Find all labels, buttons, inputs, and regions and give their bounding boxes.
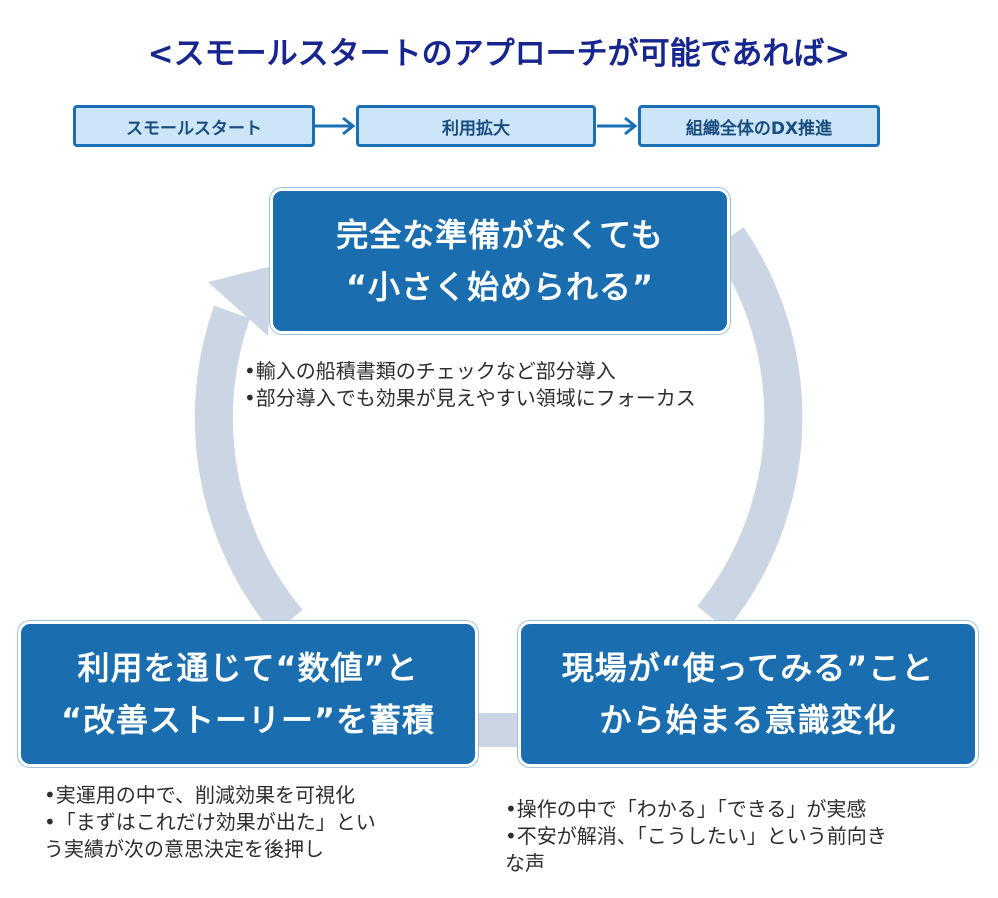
cycle-box-line: 利用を通じて“数値”と xyxy=(77,649,419,687)
note-item: •輸入の船積書類のチェックなど部分導入 xyxy=(244,359,616,383)
step-expand-usage: 利用拡大 xyxy=(356,105,596,147)
note-item: •部分導入でも効果が見えやすい領域にフォーカス xyxy=(244,386,696,410)
cycle-box-line: “改善ストーリー”を蓄積 xyxy=(60,701,436,739)
cycle-notes-left: •実運用の中で、削減効果を可視化 •「まずはこれだけ効果が出た」とい う実績が次… xyxy=(44,782,376,863)
cycle-box-line: “小さく始められる” xyxy=(345,268,655,306)
page-title: <スモールスタートのアプローチが可能であれば> xyxy=(147,36,851,72)
cycle-box-line: から始まる意識変化 xyxy=(599,701,897,739)
note-item: •「まずはこれだけ効果が出た」とい xyxy=(44,810,376,834)
cycle-box-line: 完全な準備がなくても xyxy=(336,216,664,254)
cycle-box-accumulate-results: 利用を通じて“数値”と “改善ストーリー”を蓄積 xyxy=(18,621,478,767)
note-item: う実績が次の意思決定を後押し xyxy=(44,837,324,861)
note-item: •実運用の中で、削減効果を可視化 xyxy=(44,783,355,807)
step-arrow-1-icon xyxy=(315,116,356,136)
note-item: •操作の中で「わかる」「できる」が実感 xyxy=(505,797,867,821)
cycle-box-mindset-change: 現場が“使ってみる”こと から始まる意識変化 xyxy=(518,621,978,767)
step-dx-promotion: 組織全体のDX推進 xyxy=(638,105,880,147)
cycle-box-line: 現場が“使ってみる”こと xyxy=(561,649,935,687)
step-arrow-2-icon xyxy=(597,116,638,136)
cycle-box-small-start: 完全な準備がなくても “小さく始められる” xyxy=(270,188,730,334)
cycle-notes-top: •輸入の船積書類のチェックなど部分導入 •部分導入でも効果が見えやすい領域にフォ… xyxy=(244,358,696,412)
cycle-notes-right: •操作の中で「わかる」「できる」が実感 •不安が解消、「こうしたい」という前向き… xyxy=(505,796,887,877)
note-item: な声 xyxy=(505,851,545,875)
step-small-start: スモールスタート xyxy=(73,105,315,147)
note-item: •不安が解消、「こうしたい」という前向き xyxy=(505,824,887,848)
